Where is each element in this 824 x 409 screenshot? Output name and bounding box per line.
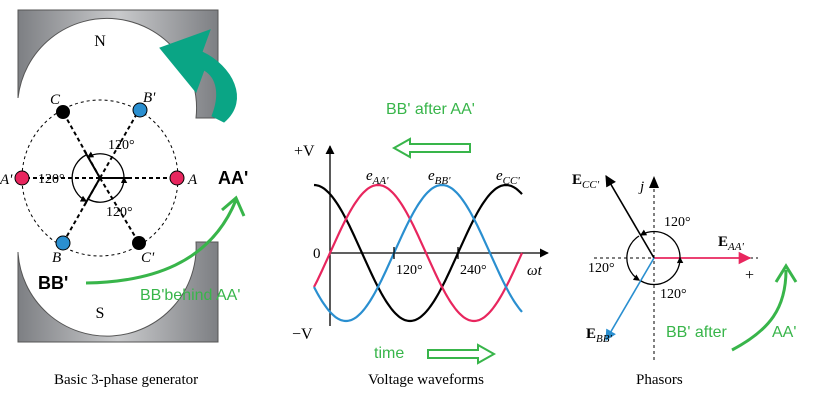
- phasor-angle-bottom: 120°: [660, 287, 687, 302]
- generator-caption: Basic 3-phase generator: [54, 372, 198, 388]
- terminal-b-label: B: [52, 250, 61, 266]
- winding-b-prime: [99, 109, 140, 179]
- label-ebb-phasor: EBB': [586, 326, 612, 345]
- south-pole-magnet: [17, 241, 219, 343]
- plus-label: +: [745, 267, 754, 284]
- phasor-annotation: BB' after: [666, 324, 728, 341]
- annotation-bb: BB': [38, 273, 68, 293]
- wave-ebb: [313, 183, 523, 323]
- phasor-annotation-aa: AA': [772, 324, 796, 341]
- south-label: S: [96, 305, 105, 322]
- wave-eaa: [313, 183, 524, 323]
- green-hollow-arrow-left: [391, 137, 471, 159]
- terminal-a-prime: [14, 170, 30, 186]
- annotation-aa: AA': [218, 168, 248, 188]
- terminal-b-prime: [132, 102, 148, 118]
- green-curve-arrowhead-generator: [221, 195, 246, 217]
- winding-c-prime: [99, 177, 140, 244]
- waveforms-caption: Voltage waveforms: [368, 372, 484, 388]
- label-ecc: eCC': [496, 168, 520, 187]
- terminal-c: [56, 105, 70, 119]
- winding-b: [62, 177, 101, 244]
- rotation-arrow: [159, 29, 237, 123]
- green-curve-arrow-generator: [85, 199, 238, 285]
- north-label: N: [94, 33, 106, 50]
- waveforms: +V −V 0 120° 240° ωt eAA' eBB' eCC' BB' …: [292, 101, 549, 388]
- phasors: j + 120° 120° 120° ECC' EAA' EBB' BB' af…: [572, 172, 798, 388]
- annotation-behind: BB'behind AA': [140, 287, 240, 304]
- angle-arc-top: [86, 151, 125, 179]
- angle-arc-bottom: [87, 176, 128, 203]
- terminal-c-label: C: [50, 92, 61, 108]
- annotation-time: time: [374, 345, 404, 362]
- phasor-arc-top: [639, 229, 681, 259]
- phasors-caption: Phasors: [636, 372, 683, 388]
- phasor-arc-bottom: [640, 256, 684, 286]
- north-pole-magnet: [17, 9, 219, 119]
- tick-240-label: 240°: [460, 263, 487, 278]
- pos-v-label: +V: [294, 143, 315, 160]
- terminal-c-prime: [132, 236, 146, 250]
- zero-label: 0: [313, 246, 321, 262]
- terminal-a-prime-label: A': [0, 172, 13, 188]
- phasor-angle-top: 120°: [664, 215, 691, 230]
- tick-120-label: 120°: [396, 263, 423, 278]
- angle-label-top: 120°: [108, 138, 135, 153]
- label-ecc-phasor: ECC': [572, 172, 600, 191]
- j-label: j: [638, 179, 644, 195]
- phasor-angle-left: 120°: [588, 261, 615, 276]
- terminal-a-label: A: [187, 172, 198, 188]
- angle-label-bottom: 120°: [106, 205, 133, 220]
- neg-v-label: −V: [292, 326, 313, 343]
- generator: N S 120° 120° 120° A A' B' B C C': [0, 9, 248, 388]
- angle-label-left: 120°: [38, 172, 65, 187]
- terminal-a: [169, 170, 185, 186]
- terminal-b-prime-label: B': [143, 90, 156, 106]
- terminal-b: [55, 235, 71, 251]
- phasor-arc-left: [626, 235, 641, 281]
- phasor-ecc: [605, 175, 655, 259]
- green-curve-arrowhead-phasor: [774, 263, 798, 283]
- x-axis-label: ωt: [527, 263, 543, 279]
- wye-arm-up: [83, 149, 101, 179]
- angle-arc-left: [71, 154, 88, 202]
- phasor-ebb: [605, 257, 655, 341]
- annotation-top: BB' after AA': [386, 101, 475, 118]
- wave-ecc: [313, 183, 523, 323]
- green-hollow-arrow-right: [427, 343, 497, 365]
- label-eaa-phasor: EAA': [718, 234, 744, 253]
- label-eaa: eAA': [366, 168, 389, 187]
- j-axis-arrowhead: [649, 176, 659, 188]
- green-curve-arrow-phasor: [731, 269, 788, 352]
- terminal-c-prime-label: C': [141, 250, 155, 266]
- winding-c: [62, 111, 101, 179]
- label-ebb: eBB': [428, 168, 451, 187]
